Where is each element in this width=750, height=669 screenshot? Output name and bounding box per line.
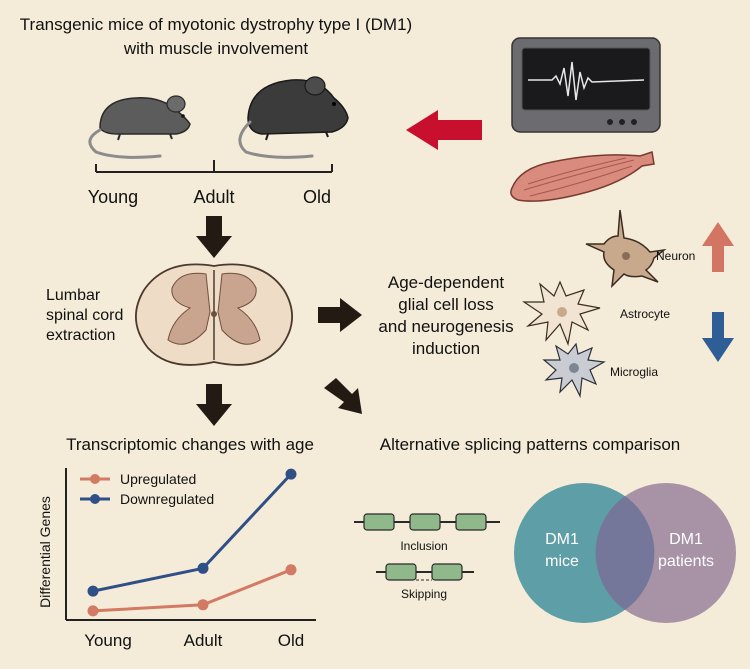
venn-patients-line-2: patients — [658, 553, 714, 570]
age-label-old: Old — [303, 187, 331, 207]
data-point-upregulated-old — [285, 564, 297, 576]
legend-downregulated-marker — [90, 494, 100, 504]
arrow-down-2-icon — [196, 384, 232, 426]
transcriptomic-title: Transcriptomic changes with age — [66, 435, 314, 454]
down-arrow-icon — [702, 312, 734, 362]
microglia-label: Microglia — [610, 365, 658, 379]
arrow-diagonal-icon — [324, 378, 362, 414]
arrow-right-icon — [318, 298, 362, 332]
data-point-upregulated-young — [87, 605, 99, 617]
legend-upregulated-label: Upregulated — [120, 471, 196, 487]
glial-text-3: and neurogenesis — [378, 317, 513, 336]
age-timeline — [95, 160, 333, 173]
age-label-adult: Adult — [193, 187, 234, 207]
muscle-icon — [510, 151, 655, 202]
data-point-downregulated-old — [285, 468, 297, 480]
chart-y-label: Differential Genes — [37, 496, 53, 608]
spinal-cord-label-3: extraction — [46, 327, 115, 344]
arrow-down-1-icon — [196, 216, 232, 258]
venn-mice-line-1: DM1 — [545, 531, 579, 548]
venn-mice-line-2: mice — [545, 553, 579, 570]
young-mouse-icon — [88, 95, 191, 159]
splicing-title: Alternative splicing patterns comparison — [380, 435, 680, 454]
skipping-label: Skipping — [401, 587, 447, 601]
series-line-upregulated — [92, 568, 292, 613]
spinal-cord-label-1: Lumbar — [46, 287, 101, 304]
skipping-diagram — [376, 563, 474, 581]
x-tick-old: Old — [278, 631, 304, 650]
up-arrow-icon — [702, 222, 734, 272]
astrocyte-label: Astrocyte — [620, 307, 670, 321]
glial-text-4: induction — [412, 339, 480, 358]
x-tick-young: Young — [84, 631, 132, 650]
emg-monitor-icon — [511, 37, 661, 133]
neuron-icon — [585, 209, 667, 289]
red-arrow-icon — [406, 110, 482, 150]
microglia-icon — [542, 342, 606, 399]
data-point-downregulated-young — [87, 585, 99, 597]
legend-downregulated-label: Downregulated — [120, 491, 214, 507]
adult-mouse-icon — [238, 76, 349, 159]
data-point-downregulated-adult — [197, 562, 209, 574]
astrocyte-icon — [522, 280, 601, 347]
inclusion-label: Inclusion — [400, 539, 447, 553]
data-point-upregulated-adult — [197, 599, 209, 611]
age-label-young: Young — [88, 187, 138, 207]
glial-text-2: glial cell loss — [398, 295, 493, 314]
x-tick-adult: Adult — [184, 631, 223, 650]
spinal-cord-icon — [135, 263, 293, 366]
venn-diagram — [514, 483, 736, 623]
title-line-1: Transgenic mice of myotonic dystrophy ty… — [20, 15, 412, 34]
venn-overlap — [595, 496, 655, 610]
neuron-label: Neuron — [656, 249, 695, 263]
legend-upregulated-marker — [90, 474, 100, 484]
title-line-2: with muscle involvement — [123, 39, 309, 58]
inclusion-diagram — [354, 513, 500, 531]
glial-text-1: Age-dependent — [388, 273, 505, 292]
venn-patients-line-1: DM1 — [669, 531, 703, 548]
line-chart: Differential Genes Upregulated Downregul… — [37, 468, 316, 650]
spinal-cord-label-2: spinal cord — [46, 307, 123, 324]
